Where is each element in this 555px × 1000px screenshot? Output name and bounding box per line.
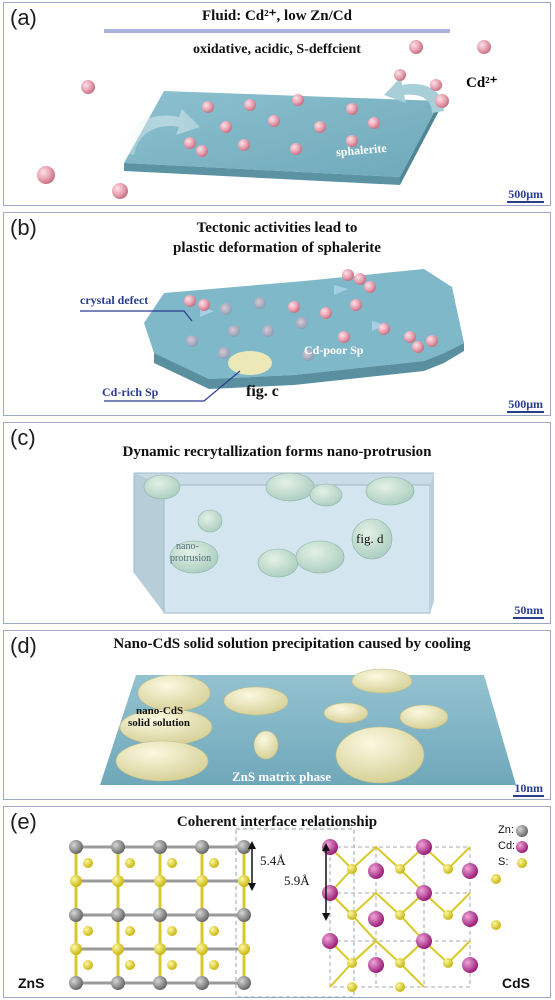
floating-ions	[37, 40, 491, 199]
crystal-defect-leader	[80, 310, 193, 322]
cds-dimension-label: 5.9Å	[284, 873, 310, 888]
panel-c-title: Dynamic recrytallization forms nano-prot…	[122, 444, 432, 460]
cd-rich-blob	[228, 351, 272, 375]
surface-ions	[184, 94, 380, 157]
cd-ion-label: Cd²⁺	[466, 75, 498, 91]
panel-a: (a) Fluid: Cd²⁺, low Zn/Cd oxidative, ac…	[3, 2, 551, 206]
legend-cd-atom	[516, 841, 528, 853]
panel-c: (c) Dynamic recrytallization forms nano-…	[3, 422, 551, 624]
panel-c-scale-bar: 50nm	[513, 603, 544, 619]
zns-structure-label: ZnS	[18, 975, 45, 991]
cds-structure-label: CdS	[502, 975, 530, 991]
panel-a-scale-bar: 500μm	[507, 187, 544, 203]
crystal-defect-label: crystal defect	[80, 293, 149, 307]
panel-a-title-line1: Fluid: Cd²⁺, low Zn/Cd	[202, 8, 352, 24]
panel-d: (d) Nano-CdS solid solution precipitatio…	[3, 630, 551, 800]
panel-b-illustration	[80, 269, 464, 402]
zns-arrow-head-top	[248, 841, 256, 849]
legend-s-label: S:	[498, 856, 509, 868]
embedded-ions	[186, 297, 314, 361]
nano-protrusions	[143, 472, 415, 578]
panel-d-title: Nano-CdS solid solution precipitation ca…	[113, 636, 471, 652]
right-inflow-arrow	[384, 77, 444, 113]
panel-a-label: (a)	[10, 5, 37, 30]
panel-e-illustration	[69, 825, 528, 997]
zns-arrow-head-bottom	[248, 883, 256, 891]
sphalerite-slab-side	[124, 163, 400, 185]
sphalerite-slab-edge	[400, 101, 440, 185]
title-underline-bar	[104, 29, 450, 33]
legend-zn-atom	[516, 825, 528, 837]
cd-poor-label: Cd-poor Sp	[304, 343, 364, 357]
cds-cadmium-atoms	[322, 839, 478, 973]
panel-a-illustration	[37, 29, 491, 199]
cds-arrow-head-bottom	[322, 913, 330, 921]
mobile-ions	[184, 269, 438, 353]
panel-e-label: (e)	[10, 809, 37, 834]
legend-cd-label: Cd:	[498, 840, 516, 852]
coherent-interface-box	[235, 828, 355, 997]
nano-cds-label-line1: nano-CdS	[136, 705, 184, 717]
block-right-face	[430, 473, 434, 613]
panel-c-illustration	[133, 472, 434, 614]
fig-c-reference: fig. c	[246, 383, 279, 400]
panel-b-title-line1: Tectonic activities lead to	[196, 220, 358, 236]
fig-d-reference: fig. d	[356, 531, 384, 546]
legend-s-atom	[517, 858, 527, 868]
nano-cds-label-line2: solid solution	[128, 717, 191, 729]
cds-sulfur-atoms	[347, 864, 501, 992]
panel-b: (b) Tectonic activities lead to plastic …	[3, 212, 551, 416]
panel-b-scale-bar: 500μm	[507, 397, 544, 413]
nano-protrusion-label-line1: nano-	[176, 541, 199, 552]
cds-arrow-head-top	[322, 843, 330, 851]
zns-matrix-label: ZnS matrix phase	[232, 769, 331, 784]
zns-sulfur-atoms	[70, 858, 250, 970]
legend-zn-label: Zn:	[498, 824, 514, 836]
deformed-slab-side	[154, 343, 464, 389]
panel-c-label: (c)	[10, 425, 36, 450]
nano-protrusion-label-line2: protrusion	[170, 553, 212, 564]
panel-b-label: (b)	[10, 215, 37, 240]
panel-e-title: Coherent interface relationship	[176, 814, 378, 830]
block-front-face	[134, 473, 164, 613]
panel-e: (e) Coherent interface relationship 5.4Å…	[3, 806, 551, 998]
zns-dimension-label: 5.4Å	[260, 853, 286, 868]
panel-d-label: (d)	[10, 633, 37, 658]
cds-precipitates	[115, 668, 449, 784]
cd-rich-leader	[104, 370, 241, 402]
panel-b-title-line2: plastic deformation of sphalerite	[173, 240, 381, 256]
sphalerite-slab-top	[124, 91, 440, 177]
cd-rich-label: Cd-rich Sp	[102, 385, 159, 399]
panel-d-scale-bar: 10nm	[513, 781, 544, 797]
left-inflow-arrow	[122, 109, 200, 155]
panel-d-illustration	[100, 668, 516, 785]
zns-zinc-atoms	[69, 840, 251, 990]
panel-a-title-line2: oxidative, acidic, S-deffcient	[193, 42, 361, 57]
